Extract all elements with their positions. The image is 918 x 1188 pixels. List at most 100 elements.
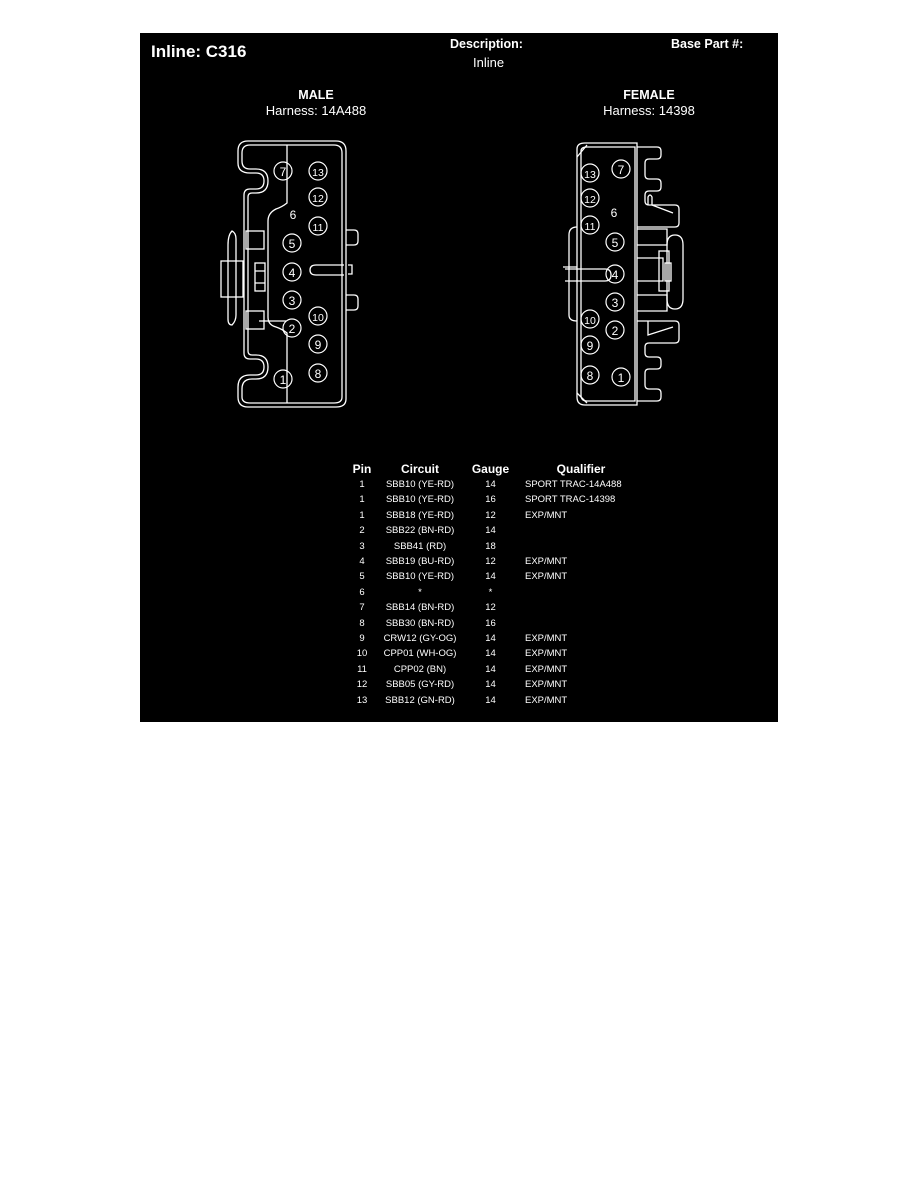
- gauge-cell: 12: [485, 509, 496, 521]
- gauge-cell: 14: [485, 648, 496, 660]
- qualifier-cell: EXP/MNT: [525, 648, 568, 660]
- gauge-cell: 12: [485, 602, 496, 614]
- male-harness-label: Harness: 14A488: [265, 103, 367, 118]
- qualifier-cell: EXP/MNT: [525, 633, 568, 645]
- circuit-cell: SBB10 (YE-RD): [385, 479, 455, 490]
- female-cavity-6: 6: [611, 206, 618, 220]
- header-qualifier: Qualifier: [556, 461, 606, 476]
- qualifier-cell: [517, 523, 645, 538]
- qualifier-cell: EXP/MNT: [525, 509, 568, 521]
- pin-cell: 8: [359, 617, 365, 629]
- pin-cell: 9: [359, 633, 365, 645]
- gauge-cell: 16: [485, 617, 496, 629]
- qualifier-cell: EXP/MNT: [525, 663, 568, 675]
- female-cavity-8: 8: [587, 369, 594, 383]
- gauge-cell: *: [488, 586, 493, 598]
- circuit-cell: *: [418, 586, 422, 598]
- male-cavity-7: 7: [280, 165, 287, 179]
- gauge-cell: 14: [485, 663, 496, 675]
- circuit-cell: SBB05 (GY-RD): [385, 679, 455, 691]
- circuit-cell: SBB30 (BN-RD): [385, 617, 455, 629]
- female-cavity-3: 3: [612, 296, 619, 310]
- male-cavity-1: 1: [280, 373, 287, 387]
- pin-cell: 10: [356, 648, 368, 660]
- description-value: Inline: [473, 55, 505, 70]
- pin-cell: 11: [357, 663, 367, 675]
- pin-cell: 1: [359, 479, 365, 490]
- circuit-cell: SBB22 (BN-RD): [385, 525, 455, 537]
- gauge-cell: 14: [485, 571, 496, 583]
- pin-table-header: Pin Circuit Gauge Qualifier: [348, 460, 645, 477]
- circuit-cell: SBB19 (BU-RD): [385, 556, 455, 568]
- circuit-cell: SBB12 (GN-RD): [385, 694, 455, 706]
- gauge-cell: 14: [485, 479, 496, 490]
- gauge-cell: 16: [485, 494, 496, 506]
- qualifier-cell: EXP/MNT: [525, 679, 568, 691]
- male-connector-heading: MALE Harness: 14A488: [236, 88, 396, 118]
- pin-cell: 13: [356, 694, 368, 706]
- qualifier-cell: [517, 539, 645, 554]
- female-harness-label: Harness: 14398: [603, 103, 695, 118]
- table-row: 8 SBB30 (BN-RD) 16: [348, 616, 645, 631]
- female-cavity-1: 1: [618, 371, 625, 385]
- connector-panel: Inline: C316 Description: Inline Base Pa…: [140, 33, 778, 722]
- female-connector-diagram: 13 7 12 11 6 5 4 3 2 10 9 8 1: [563, 142, 684, 406]
- gauge-cell: 14: [485, 679, 496, 691]
- gauge-cell: 14: [485, 525, 496, 537]
- qualifier-cell: [517, 585, 645, 600]
- female-cavity-2: 2: [612, 324, 619, 338]
- male-gender-label: MALE: [298, 88, 334, 102]
- circuit-cell: CPP02 (BN): [393, 663, 447, 675]
- header-gauge: Gauge: [471, 461, 510, 476]
- qualifier-cell: SPORT TRAC-14A488: [525, 479, 622, 490]
- pin-cell: 4: [359, 556, 365, 568]
- male-cavity-6: 6: [290, 208, 297, 222]
- male-cavity-12: 12: [312, 193, 324, 205]
- gauge-cell: 14: [485, 694, 496, 706]
- female-cavity-4: 4: [612, 268, 619, 282]
- circuit-cell: SBB18 (YE-RD): [385, 509, 455, 521]
- female-cavity-9: 9: [587, 339, 594, 353]
- pin-cell: 6: [359, 586, 365, 598]
- female-cavity-10: 10: [584, 315, 596, 327]
- header-pin: Pin: [352, 461, 372, 476]
- qualifier-cell: SPORT TRAC-14398: [525, 494, 616, 506]
- header-circuit: Circuit: [400, 461, 439, 476]
- qualifier-cell: EXP/MNT: [525, 571, 568, 583]
- male-cavity-4: 4: [289, 266, 296, 280]
- qualifier-cell: EXP/MNT: [525, 556, 568, 568]
- pin-cell: 1: [359, 494, 365, 506]
- male-cavity-3: 3: [289, 294, 296, 308]
- table-row: 10 CPP01 (WH-OG) 14 EXP/MNT: [348, 646, 645, 661]
- female-cavity-5: 5: [612, 236, 619, 250]
- male-connector-diagram: 7 13 12 11 6 5 4 3 2 10 9 8 1: [220, 140, 359, 408]
- male-cavity-5: 5: [289, 237, 296, 251]
- pin-cell: 5: [359, 571, 365, 583]
- male-cavity-2: 2: [289, 322, 296, 336]
- description-label: Description:: [450, 37, 523, 51]
- pin-cell: 7: [359, 602, 365, 614]
- female-cavity-12: 12: [584, 194, 596, 206]
- female-gender-label: FEMALE: [623, 88, 675, 102]
- table-row: 1 SBB10 (YE-RD) 16 SPORT TRAC-14398: [348, 492, 645, 507]
- male-cavity-13: 13: [312, 167, 324, 179]
- circuit-cell: CRW12 (GY-OG): [383, 633, 457, 645]
- circuit-cell: SBB10 (YE-RD): [385, 494, 455, 506]
- male-cavity-11: 11: [313, 222, 324, 234]
- circuit-cell: CPP01 (WH-OG): [383, 648, 457, 660]
- gauge-cell: 18: [485, 540, 496, 552]
- female-cavity-7: 7: [618, 163, 625, 177]
- qualifier-cell: [517, 600, 645, 615]
- qualifier-cell: EXP/MNT: [525, 694, 568, 706]
- connector-title: Inline: C316: [151, 42, 247, 61]
- female-connector-heading: FEMALE Harness: 14398: [569, 88, 729, 118]
- qualifier-cell: [517, 616, 645, 631]
- circuit-cell: SBB10 (YE-RD): [385, 571, 455, 583]
